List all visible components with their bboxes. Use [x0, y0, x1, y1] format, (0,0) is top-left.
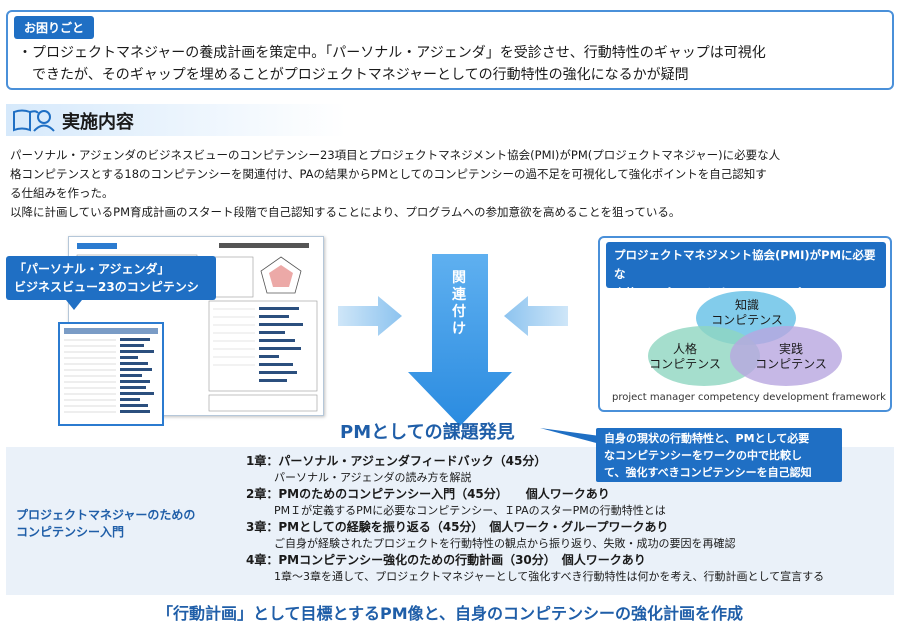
trouble-tag: お困りごと — [14, 16, 95, 39]
issue-callout-line-1: 自身の現状の行動特性と、PMとして必要 — [604, 432, 810, 445]
venn-label-personal: 人格 コンピテンス — [644, 342, 726, 372]
book-person-icon — [13, 109, 55, 132]
chapter-description: 1章～3章を通して、プロジェクトマネジャーとして強化すべき行動特性は何かを考え、… — [274, 570, 825, 583]
chapter-description: PMＩが定義するPMに必要なコンピテンシー、ＩPAのスターPMの行動特性とは — [274, 504, 666, 517]
program-name-line-2: コンピテンシー入門 — [16, 525, 125, 539]
personal-agenda-callout: 「パーソナル・アジェンダ」 ビジネスビュー23のコンピテンシー — [6, 256, 216, 312]
description-line-3: る仕組みを作った。 — [10, 186, 114, 200]
competency-23-list-thumbnail — [58, 322, 164, 426]
chapter-title: 4章：PMコンピテンシー強化のための行動計画（30分） 個人ワークあり — [246, 553, 646, 567]
chapter-list: 1章：パーソナル・アジェンダフィードバック（45分） パーソナル・アジェンダの読… — [246, 453, 886, 585]
trouble-line-1: ・プロジェクトマネジャーの養成計画を策定中。「パーソナル・アジェンダ」を受診させ… — [18, 45, 766, 61]
arrow-left-icon — [504, 296, 568, 336]
pmi-caption: project manager competency development f… — [612, 392, 886, 403]
trouble-box: お困りごと ・プロジェクトマネジャーの養成計画を策定中。「パーソナル・アジェンダ… — [6, 10, 894, 90]
program-name: プロジェクトマネジャーのための コンピテンシー入門 — [16, 507, 195, 541]
personal-agenda-callout-line-2: ビジネスビュー23のコンピテンシー — [14, 280, 199, 312]
description: パーソナル・アジェンダのビジネスビューのコンピテンシー23項目とプロジェクトマネ… — [10, 146, 895, 222]
trouble-line-2: できたが、そのギャップを埋めることがプロジェクトマネジャーとしての行動特性の強化… — [18, 67, 689, 83]
issue-title: PMとしての課題発見 — [340, 422, 515, 443]
competence-venn-diagram — [648, 291, 842, 386]
section-heading: 実施内容 — [6, 104, 346, 136]
pmi-title-line-1: プロジェクトマネジメント協会(PMI)がPMに必要な — [614, 248, 876, 281]
issue-callout-line-2: なコンピテンシーをワークの中で比較し — [604, 449, 802, 462]
venn-label-knowledge-2: コンピテンス — [711, 313, 783, 327]
center-arrow-label: 関 連 付 け — [448, 270, 470, 338]
chapter-item: 4章：PMコンピテンシー強化のための行動計画（30分） 個人ワークあり 1章～3… — [246, 552, 886, 585]
center-arrow-char-2: 連 — [452, 287, 466, 303]
arrow-down-icon — [408, 254, 512, 426]
chapter-item: 1章：パーソナル・アジェンダフィードバック（45分） パーソナル・アジェンダの読… — [246, 453, 886, 486]
chapter-description: ご自身が経験されたプロジェクトを行動特性の観点から振り返り、失敗・成功の要因を再… — [274, 537, 736, 550]
chapter-title: 2章：PMのためのコンピテンシー入門（45分） 個人ワークあり — [246, 487, 610, 501]
venn-label-knowledge-1: 知識 — [734, 298, 759, 312]
pmi-competency-box: プロジェクトマネジメント協会(PMI)がPMに必要な 人格コンピテンスとする18… — [598, 236, 892, 412]
chapter-item: 2章：PMのためのコンピテンシー入門（45分） 個人ワークあり PMＩが定義する… — [246, 486, 886, 519]
center-arrow-char-1: 関 — [452, 270, 466, 286]
program-name-line-1: プロジェクトマネジャーのための — [16, 508, 196, 522]
trouble-text: ・プロジェクトマネジャーの養成計画を策定中。「パーソナル・アジェンダ」を受診させ… — [18, 42, 878, 86]
chapter-description: パーソナル・アジェンダの読み方を解説 — [274, 471, 472, 484]
section-title: 実施内容 — [62, 112, 134, 133]
center-arrow-char-4: け — [452, 321, 466, 337]
chapter-item: 3章：PMとしての経験を振り返る（45分） 個人ワーク・グループワークあり ご自… — [246, 519, 886, 552]
description-line-4: 以降に計画しているPM育成計画のスタート段階で自己認知することにより、プログラム… — [10, 205, 681, 219]
venn-label-practice-2: コンピテンス — [755, 357, 827, 371]
arrow-right-icon — [338, 296, 402, 336]
issue-callout: 自身の現状の行動特性と、PMとして必要 なコンピテンシーをワークの中で比較し て… — [596, 428, 842, 482]
description-line-2: 格コンピテンスとする18のコンピテンシーを関連付け、PAの結果からPMとしてのコ… — [10, 167, 767, 181]
venn-circle-practice — [730, 326, 842, 386]
personal-agenda-callout-line-1: 「パーソナル・アジェンダ」 — [14, 262, 170, 276]
venn-circle-personal — [648, 326, 760, 386]
competency-list-graphic — [64, 328, 158, 413]
venn-label-knowledge: 知識 コンピテンス — [706, 298, 788, 328]
venn-label-practice-1: 実践 — [778, 342, 803, 356]
issue-callout-line-3: て、強化すべきコンピテンシーを自己認知 — [604, 466, 812, 479]
callout-pointer — [540, 428, 600, 444]
pmi-title: プロジェクトマネジメント協会(PMI)がPMに必要な 人格コンピテンスとする18… — [606, 242, 886, 300]
conclusion: 「行動計画」として目標とするPM像と、自身のコンピテンシーの強化計画を作成 — [156, 604, 744, 623]
venn-label-personal-1: 人格 — [672, 342, 697, 356]
venn-label-practice: 実践 コンピテンス — [750, 342, 832, 372]
chapter-title: 1章：パーソナル・アジェンダフィードバック（45分） — [246, 454, 547, 468]
center-arrow-char-3: 付 — [452, 304, 466, 320]
chapter-title: 3章：PMとしての経験を振り返る（45分） 個人ワーク・グループワークあり — [246, 520, 669, 534]
description-line-1: パーソナル・アジェンダのビジネスビューのコンピテンシー23項目とプロジェクトマネ… — [10, 148, 781, 162]
venn-label-personal-2: コンピテンス — [649, 357, 721, 371]
